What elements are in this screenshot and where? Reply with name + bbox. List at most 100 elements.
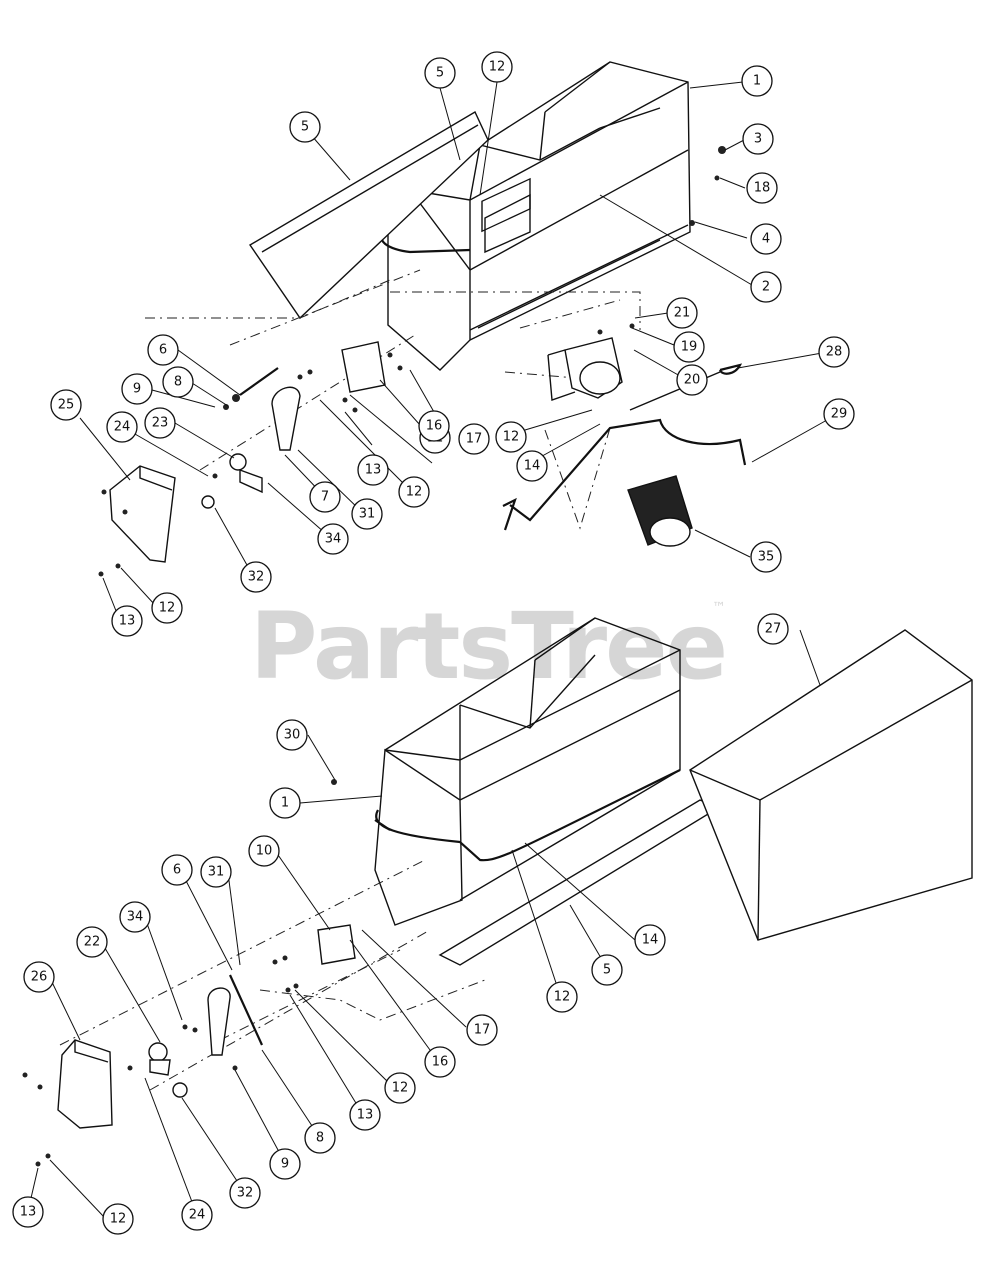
callouts-upper: 1 2 3 4 5 5 6 7 8 9 11 12 12 12 12 13 13… (50, 51, 855, 637)
svg-text:16: 16 (426, 419, 443, 434)
watermark-brand: PartsTree (250, 593, 726, 700)
svg-text:29: 29 (831, 407, 848, 422)
svg-text:12: 12 (110, 1212, 127, 1227)
callout: 24 (181, 1199, 213, 1231)
watermark: PartsTree ™ (250, 593, 728, 700)
callout: 13 (111, 605, 143, 637)
svg-text:3: 3 (754, 132, 762, 147)
svg-text:12: 12 (159, 601, 176, 616)
callout: 27 (757, 613, 789, 645)
svg-text:6: 6 (173, 863, 181, 878)
callout: 29 (823, 398, 855, 430)
svg-text:18: 18 (754, 181, 771, 196)
callout: 5 (289, 111, 321, 143)
callout: 12 (102, 1203, 134, 1235)
callout: 12 (481, 51, 513, 83)
callout: 26 (23, 961, 55, 993)
svg-text:28: 28 (826, 345, 843, 360)
svg-text:23: 23 (152, 416, 169, 431)
svg-text:13: 13 (357, 1108, 374, 1123)
callout: 21 (666, 297, 698, 329)
callout: 2 (750, 271, 782, 303)
callout: 17 (466, 1014, 498, 1046)
svg-text:5: 5 (436, 66, 444, 81)
svg-text:8: 8 (316, 1131, 324, 1146)
callout: 19 (673, 331, 705, 363)
svg-text:9: 9 (133, 382, 141, 397)
svg-text:17: 17 (466, 432, 483, 447)
callout: 5 (591, 954, 623, 986)
svg-text:19: 19 (681, 340, 698, 355)
svg-text:1: 1 (753, 74, 761, 89)
deflector-upper (109, 465, 176, 563)
callout: 6 (161, 854, 193, 886)
callout: 30 (276, 719, 308, 751)
svg-text:34: 34 (325, 532, 342, 547)
upper-assembly-drawing (98, 61, 747, 577)
callout: 18 (746, 172, 778, 204)
svg-text:7: 7 (321, 490, 329, 505)
svg-text:32: 32 (237, 1186, 254, 1201)
callout: 13 (357, 454, 389, 486)
svg-text:24: 24 (189, 1208, 206, 1223)
callout: 34 (119, 901, 151, 933)
svg-text:14: 14 (524, 459, 541, 474)
svg-text:17: 17 (474, 1023, 491, 1038)
svg-text:14: 14 (642, 933, 659, 948)
callout: 12 (384, 1072, 416, 1104)
svg-text:2: 2 (762, 280, 770, 295)
svg-text:26: 26 (31, 970, 48, 985)
callout: 34 (317, 523, 349, 555)
svg-text:35: 35 (758, 550, 775, 565)
callout: 4 (750, 223, 782, 255)
cover-27 (689, 629, 973, 941)
svg-text:5: 5 (301, 120, 309, 135)
callout: 25 (50, 389, 82, 421)
svg-text:22: 22 (84, 935, 101, 950)
callout: 10 (248, 835, 280, 867)
lever-rod (509, 418, 747, 522)
callout: 9 (269, 1148, 301, 1180)
callout: 14 (516, 450, 548, 482)
callout: 17 (458, 423, 490, 455)
svg-text:24: 24 (114, 420, 131, 435)
callout: 24 (106, 411, 138, 443)
svg-text:13: 13 (365, 463, 382, 478)
lower-assembly-drawing (22, 617, 973, 1167)
svg-text:13: 13 (20, 1205, 37, 1220)
svg-text:4: 4 (762, 232, 770, 247)
svg-text:1: 1 (281, 796, 289, 811)
callout: 12 (495, 421, 527, 453)
svg-text:30: 30 (284, 728, 301, 743)
svg-text:12: 12 (489, 60, 506, 75)
callout: 1 (741, 65, 773, 97)
callout: 23 (144, 407, 176, 439)
svg-text:10: 10 (256, 844, 273, 859)
callout: 5 (424, 57, 456, 89)
deflector-lower (57, 1039, 113, 1129)
callout: 20 (676, 364, 708, 396)
svg-text:34: 34 (127, 910, 144, 925)
callout: 12 (151, 592, 183, 624)
svg-text:12: 12 (503, 430, 520, 445)
svg-text:12: 12 (406, 485, 423, 500)
callout: 16 (424, 1046, 456, 1078)
svg-text:5: 5 (603, 963, 611, 978)
svg-text:20: 20 (684, 373, 701, 388)
svg-text:6: 6 (159, 343, 167, 358)
callout: 1 (269, 787, 301, 819)
svg-text:27: 27 (765, 622, 782, 637)
svg-text:12: 12 (392, 1081, 409, 1096)
callout: 35 (750, 541, 782, 573)
roller-brush (627, 475, 693, 547)
callout: 3 (742, 123, 774, 155)
callout: 22 (76, 926, 108, 958)
svg-text:31: 31 (359, 507, 376, 522)
callout: 13 (349, 1099, 381, 1131)
callout: 12 (546, 981, 578, 1013)
svg-text:8: 8 (174, 375, 182, 390)
svg-text:32: 32 (248, 570, 265, 585)
callout: 32 (229, 1177, 261, 1209)
callout: 8 (162, 366, 194, 398)
